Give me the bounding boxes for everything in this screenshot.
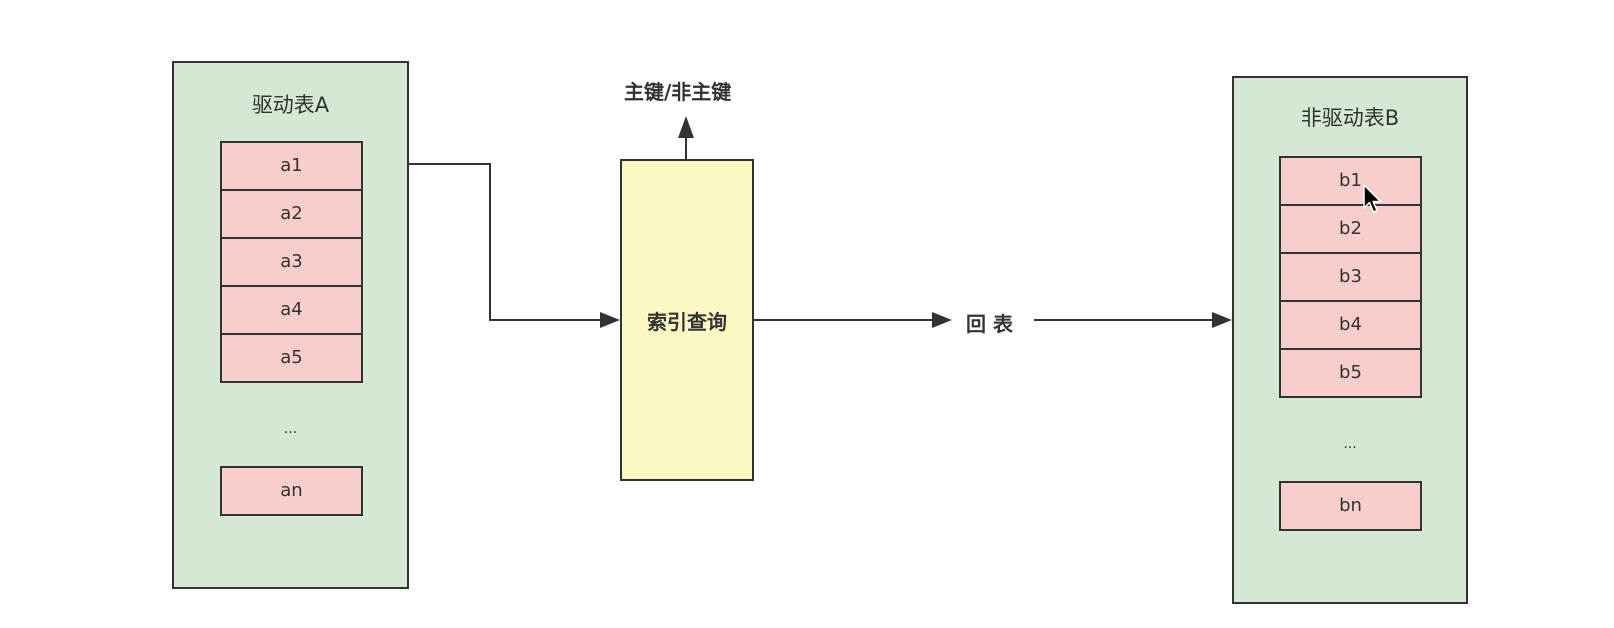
mouse-pointer-icon [1363, 184, 1382, 213]
arrowhead-index-query-input [600, 312, 620, 328]
primary-key-label: 主键/非主键 [624, 80, 732, 104]
non-driving-table-title: 非驱动表B [1300, 106, 1400, 130]
table-b-row-2: b2 [1279, 204, 1422, 254]
table-a-ellipsis: ... [283, 421, 298, 437]
table-a-row-1: a1 [220, 141, 363, 191]
table-a-row-3: a3 [220, 237, 363, 287]
table-a-row-4: a4 [220, 285, 363, 335]
table-b-row-4: b4 [1279, 300, 1422, 350]
connector-a1-to-index-query [361, 163, 600, 321]
table-b-row-5: b5 [1279, 348, 1422, 398]
table-a-row-5: a5 [220, 333, 363, 383]
table-b-row-1: b1 [1279, 156, 1422, 206]
arrowhead-lookup [932, 312, 952, 328]
driving-table-a: 驱动表A a1 a2 a3 a4 a5 ... an [172, 61, 409, 589]
index-query-box: 索引查询 [620, 159, 754, 481]
non-driving-table-b: 非驱动表B b1 b2 b3 b4 b5 ... bn [1232, 76, 1468, 604]
table-a-row-n: an [220, 466, 363, 516]
table-b-row-3: b3 [1279, 252, 1422, 302]
driving-table-title: 驱动表A [251, 93, 330, 117]
table-a-row-2: a2 [220, 189, 363, 239]
arrowhead-index-query-output [678, 116, 694, 138]
lookup-label: 回 表 [966, 312, 1013, 336]
table-b-row-n: bn [1279, 481, 1422, 531]
arrowhead-table-b [1212, 312, 1232, 328]
table-b-ellipsis: ... [1343, 436, 1357, 452]
